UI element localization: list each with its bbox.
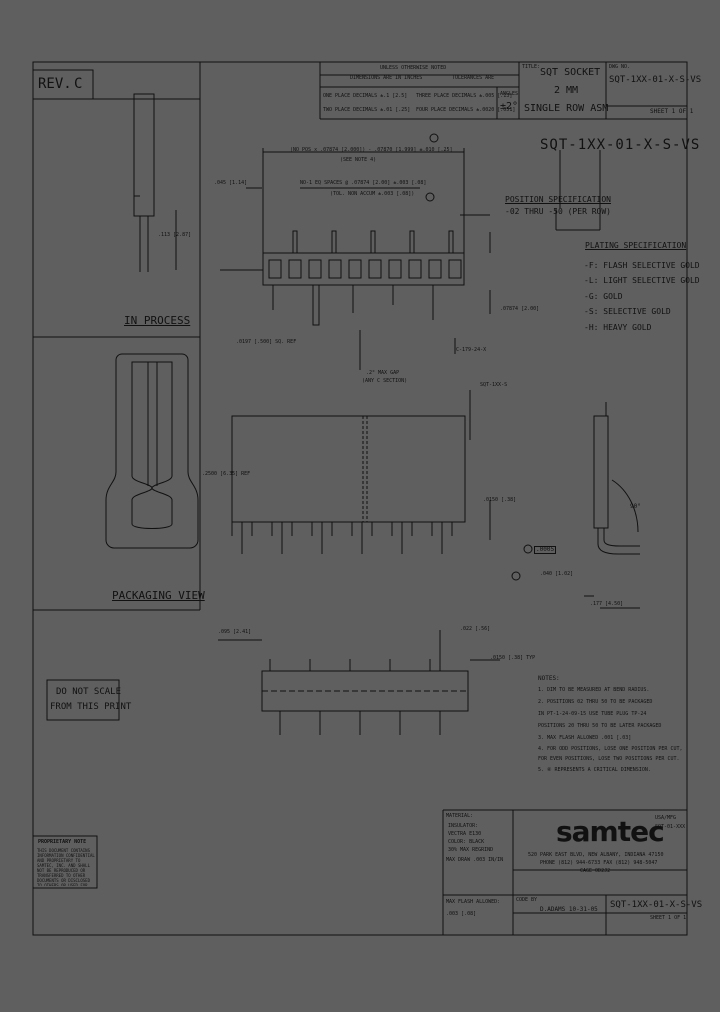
dim-inches: DIMENSIONS ARE IN INCHES xyxy=(350,75,423,81)
note-line: POSITIONS 20 THRU 50 TO BE LATER PACKAGE… xyxy=(538,723,662,729)
dim-bend: .0005 xyxy=(534,546,557,554)
dim-gap: .2° MAX GAP xyxy=(366,370,400,376)
dim-gap2: (ANY C SECTION) xyxy=(362,378,408,384)
company-addr1: 520 PARK EAST BLVD, NEW ALBANY, INDIANA … xyxy=(528,852,664,858)
one-place: ONE PLACE DECIMALS ±.1 [2.5] xyxy=(323,93,408,99)
title-label: TITLE: xyxy=(522,64,541,70)
plating-item: -H: HEAVY GOLD xyxy=(584,323,652,332)
plating-item: -F: FLASH SELECTIVE GOLD xyxy=(584,261,700,270)
two-place: TWO PLACE DECIMALS ±.01 [.25] xyxy=(323,107,411,113)
dwg-label: DWG NO. xyxy=(609,64,631,70)
position-title: POSITION SPECIFICATION xyxy=(505,195,611,204)
material-line: INSULATOR: xyxy=(448,823,479,829)
material-line: 30% MAX REGRIND xyxy=(448,847,494,853)
note-line: 5. ⑥ REPRESENTS A CRITICAL DIMENSION. xyxy=(538,767,651,773)
angles-value: ±2° xyxy=(500,101,519,112)
note-line: 2. POSITIONS 02 THRU 50 TO BE PACKAGED xyxy=(538,699,653,705)
in-process-label: IN PROCESS xyxy=(124,314,191,327)
bottom-sheet: SHEET 1 OF 1 xyxy=(650,915,687,921)
title-line3: SINGLE ROW ASM xyxy=(524,103,609,114)
flash-value: .003 [.08] xyxy=(446,911,477,917)
dim-right-h: .0150 [.38] xyxy=(483,497,517,503)
dim-right-bot2: .0150 [.38] TYP xyxy=(490,655,536,661)
plating-item: -L: LIGHT SELECTIVE GOLD xyxy=(584,276,700,285)
dim-angle: 90° xyxy=(630,503,641,510)
rev-value: C xyxy=(74,76,83,92)
unless-note: UNLESS OTHERWISE NOTED xyxy=(380,65,447,71)
dim-s-label: SQT-1XX-S xyxy=(480,382,508,388)
do-not-scale-2: FROM THIS PRINT xyxy=(50,702,132,712)
tolerances: TOLERANCES ARE xyxy=(452,75,495,81)
bottom-dwg-no: SQT-1XX-01-X-S-VS xyxy=(610,900,703,910)
contact-cells xyxy=(268,259,462,279)
note-line: IN PT-1-24-09-15 USE TUBE PLUG TP-24 xyxy=(538,711,647,717)
material-label: MATERIAL: xyxy=(446,813,474,819)
material-line: VECTRA E130 xyxy=(448,831,482,837)
part-code: SQT-1XX-01-X-S-VS xyxy=(540,137,701,153)
plating-item: -S: SELECTIVE GOLD xyxy=(584,307,671,316)
company-tag2: SQT-01-XXX xyxy=(655,824,686,830)
dim-side-h: .113 [2.87] xyxy=(158,232,192,238)
company-addr3: CAGE 0D2J2 xyxy=(580,868,611,874)
angles-label: ANGLES xyxy=(500,91,519,97)
title-line1: SQT SOCKET xyxy=(540,67,601,78)
dwg-no: SQT-1XX-01-X-S-VS xyxy=(609,75,702,85)
dim-see-note: (SEE NOTE 4) xyxy=(340,157,377,163)
note-line: 3. MAX FLASH ALLOWED .001 [.03] xyxy=(538,735,632,741)
notes-title: NOTES: xyxy=(538,675,560,682)
dim-right-bot: .022 [.56] xyxy=(460,626,491,632)
dim-overall: (NO POS x .07874 [2.000]) - .07870 [1.99… xyxy=(290,147,453,153)
rev-label: REV. xyxy=(38,76,72,92)
code-label: CODE BY xyxy=(516,897,538,903)
dim-height: .2500 [6.35] REF xyxy=(202,471,251,477)
dim-pin-sq: .0197 [.500] SQ. REF xyxy=(236,339,297,345)
dim-pitch2: .07874 [2.00] xyxy=(500,306,540,312)
title-line2: 2 MM xyxy=(554,85,579,96)
three-place: THREE PLACE DECIMALS ±.005 [.13] xyxy=(416,93,513,99)
material-draw: MAX DRAW .003 IN/IN xyxy=(446,857,504,863)
do-not-scale-1: DO NOT SCALE xyxy=(56,687,122,697)
plating-item: -G: GOLD xyxy=(584,292,623,301)
drawn-by: D.ADAMS 10-31-05 xyxy=(540,906,598,913)
material-line: COLOR: BLACK xyxy=(448,839,485,845)
dim-bot1: .040 [1.02] xyxy=(540,571,574,577)
plating-title: PLATING SPECIFICATION xyxy=(585,241,687,250)
dim-draw-ref: C-179-24-X xyxy=(456,347,487,353)
four-place: FOUR PLACE DECIMALS ±.0020 [.051] xyxy=(416,107,516,113)
dim-pitch: NO-1 EQ SPACES @ .07874 [2.00] ±.003 [.0… xyxy=(300,180,427,186)
company-tag1: USA/MFG xyxy=(655,815,677,821)
dim-left-bot: .095 [2.41] xyxy=(218,629,252,635)
packaging-view-label: PACKAGING VIEW xyxy=(112,589,205,602)
dim-non-accum: (TOL. NON ACCUM ±.003 [.08]) xyxy=(330,191,415,197)
flash-label: MAX FLASH ALLOWED: xyxy=(446,899,501,905)
note-line: FOR EVEN POSITIONS, LOSE TWO POSITIONS P… xyxy=(538,756,680,762)
samtec-logo: samtec xyxy=(556,815,665,848)
position-range: -02 THRU -50 (PER ROW) xyxy=(505,207,611,216)
sheet-border xyxy=(32,61,688,936)
dim-bot2: .177 [4.50] xyxy=(590,601,624,607)
note-line: 1. DIM TO BE MEASURED AT BEND RADIUS. xyxy=(538,687,650,693)
proprietary-title: PROPRIETARY NOTE xyxy=(38,839,87,845)
dim-left-w: .045 [1.14] xyxy=(214,180,248,186)
note-line: 4. FOR ODD POSITIONS, LOSE ONE POSITION … xyxy=(538,746,683,752)
company-addr2: PHONE (812) 944-6733 FAX (812) 948-5047 xyxy=(540,860,658,866)
sheet-no: SHEET 1 OF 1 xyxy=(650,108,694,115)
proprietary-body: THIS DOCUMENT CONTAINS INFORMATION CONFI… xyxy=(37,848,95,886)
